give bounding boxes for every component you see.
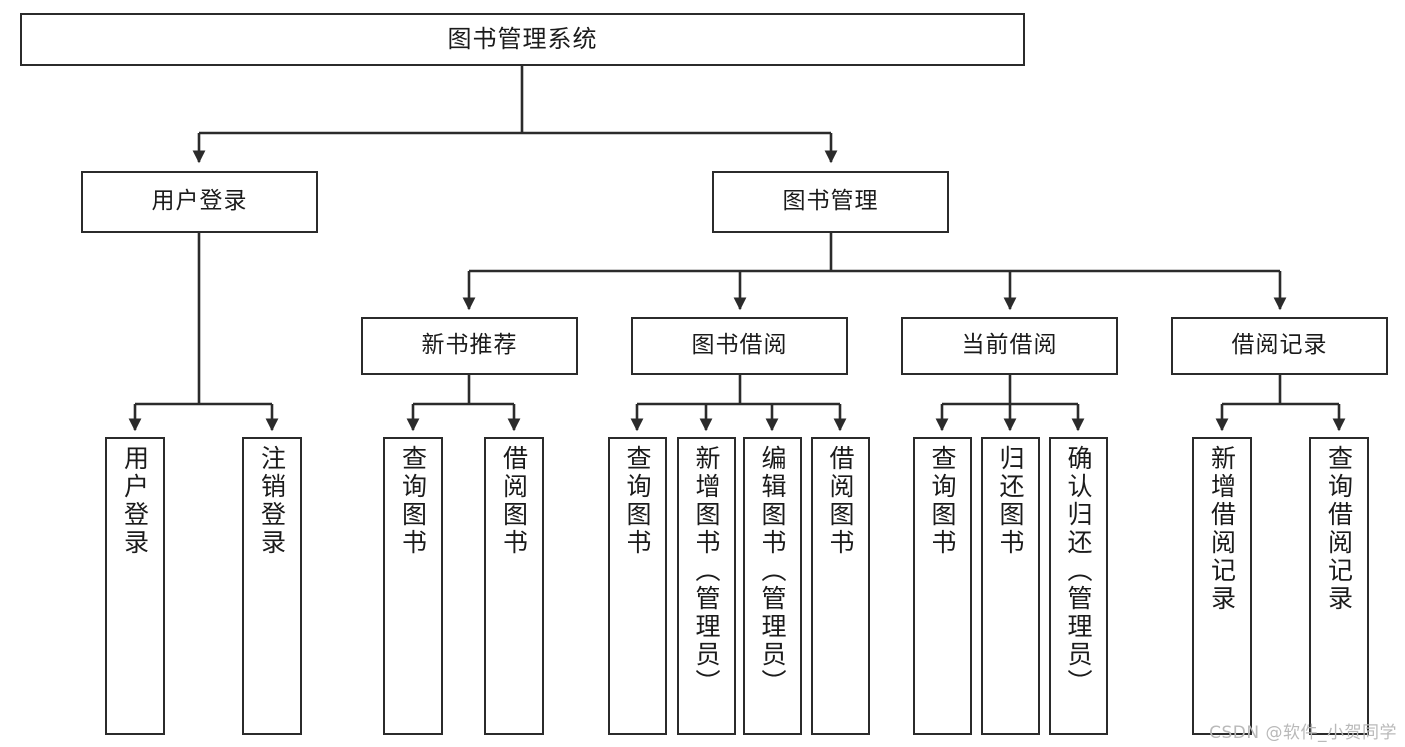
node-leaf-borrow-book-1[interactable]: 借阅图书 (484, 437, 544, 735)
node-leaf-add-record-label: 新增借阅记录 (1207, 445, 1237, 613)
node-leaf-logout-label: 注销登录 (257, 445, 287, 557)
node-book-manage[interactable]: 图书管理 (712, 171, 949, 233)
node-leaf-edit-book-label: 编辑图书（管理员） (758, 445, 787, 697)
node-new-book-recommend[interactable]: 新书推荐 (361, 317, 578, 375)
node-leaf-add-book-label: 新增图书（管理员） (692, 445, 721, 697)
node-current-borrow[interactable]: 当前借阅 (901, 317, 1118, 375)
node-leaf-query-book-2[interactable]: 查询图书 (608, 437, 667, 735)
node-root-label: 图书管理系统 (447, 25, 598, 54)
node-leaf-query-book-1[interactable]: 查询图书 (383, 437, 443, 735)
node-leaf-borrow-book-1-label: 借阅图书 (499, 445, 529, 557)
node-leaf-user-login[interactable]: 用户登录 (105, 437, 165, 735)
node-leaf-user-login-label: 用户登录 (120, 445, 150, 557)
node-current-borrow-label: 当前借阅 (961, 332, 1058, 359)
node-leaf-query-book-1-label: 查询图书 (398, 445, 428, 557)
node-leaf-borrow-book-2[interactable]: 借阅图书 (811, 437, 870, 735)
node-leaf-borrow-book-2-label: 借阅图书 (826, 445, 855, 557)
node-leaf-add-book[interactable]: 新增图书（管理员） (677, 437, 736, 735)
node-leaf-edit-book[interactable]: 编辑图书（管理员） (743, 437, 802, 735)
node-user-login-label: 用户登录 (151, 188, 248, 215)
node-leaf-add-record[interactable]: 新增借阅记录 (1192, 437, 1252, 735)
node-new-book-recommend-label: 新书推荐 (421, 332, 518, 359)
node-leaf-confirm-return-label: 确认归还（管理员） (1064, 445, 1093, 697)
node-book-borrow[interactable]: 图书借阅 (631, 317, 848, 375)
node-leaf-return-book[interactable]: 归还图书 (981, 437, 1040, 735)
node-borrow-record[interactable]: 借阅记录 (1171, 317, 1388, 375)
node-leaf-query-book-3[interactable]: 查询图书 (913, 437, 972, 735)
node-leaf-logout[interactable]: 注销登录 (242, 437, 302, 735)
node-leaf-confirm-return[interactable]: 确认归还（管理员） (1049, 437, 1108, 735)
node-borrow-record-label: 借阅记录 (1231, 332, 1328, 359)
node-leaf-query-book-3-label: 查询图书 (928, 445, 957, 557)
node-leaf-return-book-label: 归还图书 (996, 445, 1025, 557)
node-leaf-query-record-label: 查询借阅记录 (1324, 445, 1354, 613)
node-user-login[interactable]: 用户登录 (81, 171, 318, 233)
node-book-borrow-label: 图书借阅 (691, 332, 788, 359)
node-book-manage-label: 图书管理 (782, 188, 879, 215)
csdn-watermark: CSDN @软件_小贺同学 (1209, 723, 1397, 743)
node-leaf-query-record[interactable]: 查询借阅记录 (1309, 437, 1369, 735)
node-leaf-query-book-2-label: 查询图书 (623, 445, 652, 557)
node-root[interactable]: 图书管理系统 (20, 13, 1025, 66)
